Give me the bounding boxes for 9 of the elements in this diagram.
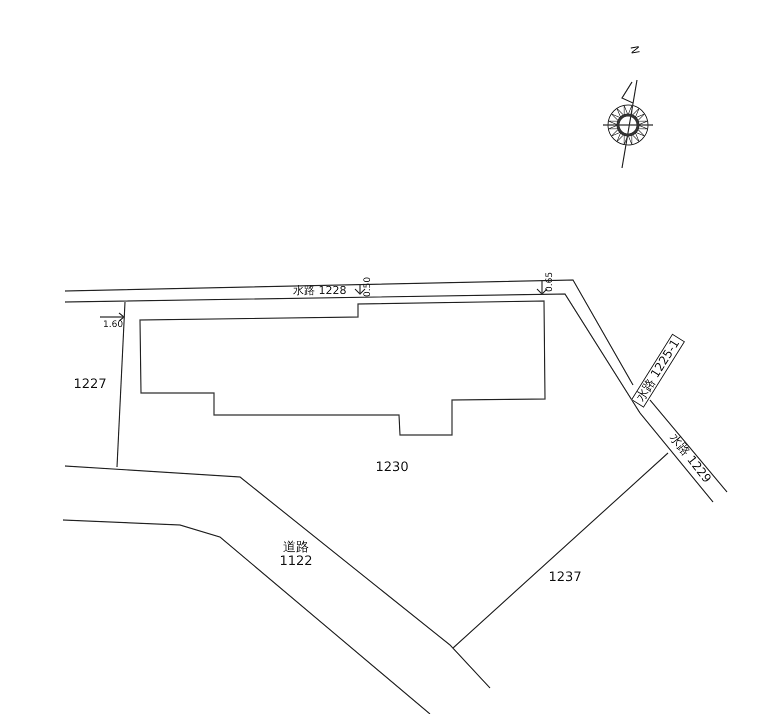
road-label: 道路 1122: [278, 540, 314, 570]
dimension-label: 0.65: [546, 272, 556, 292]
dimension-label: 1.60: [103, 321, 124, 331]
dimension-label: 0.50: [364, 276, 374, 297]
parcel-number: 1237: [548, 571, 582, 586]
parcel-number: 1227: [74, 378, 107, 392]
waterway-label: 水路 1228: [293, 285, 346, 298]
parcel-number: 1230: [376, 461, 409, 476]
north-label: N: [627, 44, 641, 56]
